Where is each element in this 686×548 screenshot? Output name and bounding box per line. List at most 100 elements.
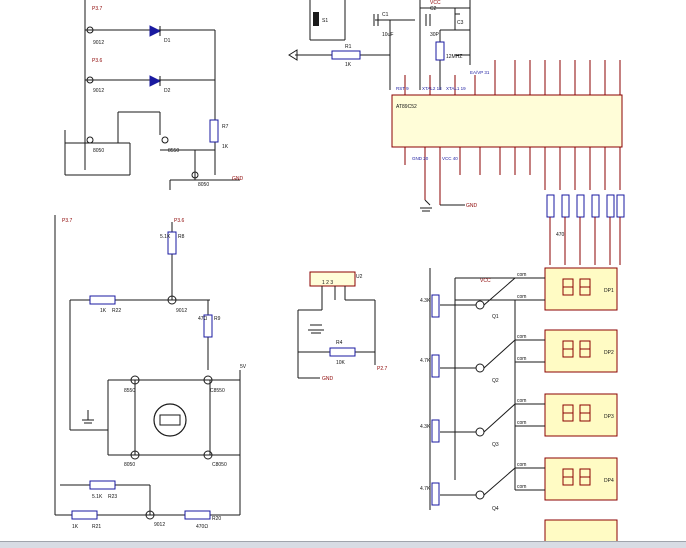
label-r20-val: 470Ω — [196, 524, 208, 530]
switch-s1-icon — [313, 12, 319, 26]
label-r8-val: 5.1K — [160, 234, 171, 240]
motor-h-bridge: R8 5.1K R9 47Ω R20 R21 R22 R23 1K 1K 5.1… — [54, 215, 247, 530]
potentiometer-block: U2 1 2 3 R4 10K GND P2.7 — [297, 271, 388, 382]
label-com-7: com — [517, 462, 526, 468]
label-q1: Q1 — [492, 314, 499, 320]
label-q2: Q2 — [492, 378, 499, 384]
transistor-q10-icon — [86, 136, 94, 144]
resistor-r23-icon — [89, 480, 116, 490]
transistor-q8-icon — [161, 136, 169, 144]
label-r9: R9 — [214, 316, 221, 322]
diode-d1-icon — [149, 25, 162, 37]
label-c2-val: 30P — [430, 32, 440, 38]
label-c1: C1 — [382, 12, 389, 18]
label-r7: R7 — [222, 124, 229, 130]
label-r4-val: 10K — [336, 360, 346, 366]
res-array-val: 470 — [556, 232, 565, 238]
label-dp2: DP2 — [604, 350, 614, 356]
label-com-6: com — [517, 420, 526, 426]
diode-d2-icon — [149, 75, 162, 87]
label-r21: R21 — [92, 524, 101, 530]
pin-rst: RST 9 — [396, 86, 409, 91]
pin-vcc: VCC 40 — [442, 156, 458, 161]
label-r1-val: 1K — [345, 62, 352, 68]
resistor-array: 470 — [546, 194, 625, 265]
label-r4: R4 — [336, 340, 343, 346]
pin-ea: EA/VP 31 — [470, 70, 490, 75]
transistor-q14-icon — [130, 450, 140, 460]
window-bottom-bar — [0, 541, 686, 548]
mcu-chip: AT89C52 GND RST 9 XTAL2 — [391, 60, 623, 212]
label-r7-val: 1K — [222, 144, 229, 150]
display-dp4 — [544, 457, 618, 501]
label-9012-c: 9012 — [176, 308, 187, 314]
pin-xtal1: XTAL1 19 — [446, 86, 466, 91]
label-r23-val: 5.1K — [92, 494, 103, 500]
label-9012-b: 9012 — [93, 88, 104, 94]
label-p3-7-top: P3.7 — [92, 6, 103, 12]
label-com-1: com — [517, 272, 526, 278]
label-d1: D1 — [164, 38, 171, 44]
label-r1: R1 — [345, 44, 352, 50]
seven-segment-displays: DP1 DP2 DP3 DP4 com com com — [515, 267, 618, 547]
transistor-q4-icon — [475, 490, 485, 500]
label-c3: C3 — [457, 20, 464, 26]
chip-u2 — [309, 271, 356, 287]
label-p3-7-bottom: P3.7 — [62, 218, 73, 224]
ground-arrow-icon — [288, 49, 298, 61]
label-r20: R20 — [212, 516, 221, 522]
label-8050-c: 8050 — [124, 462, 135, 468]
label-9012-d: 9012 — [154, 522, 165, 528]
display-dp2 — [544, 329, 618, 373]
label-s1: S1 — [322, 18, 328, 24]
label-gnd-top: GND — [232, 176, 244, 182]
transistor-q1-icon — [475, 300, 485, 310]
label-r11-val: 4.7K — [420, 358, 431, 364]
display-dp1 — [544, 267, 618, 311]
crystal-icon — [435, 41, 445, 61]
label-8050-a: 8050 — [93, 148, 104, 154]
resistor-r22-icon — [89, 295, 116, 305]
digit-glyph-1 — [562, 278, 591, 296]
resistor-r4-icon — [329, 347, 356, 357]
resistor-r13-icon — [431, 482, 440, 506]
digit-glyph-2 — [562, 340, 591, 358]
transistor-q17-icon — [86, 26, 94, 34]
label-r9-val: 47Ω — [198, 316, 208, 322]
resistor-r7-icon — [209, 119, 219, 143]
label-8050-b: 8050 — [198, 182, 209, 188]
resistor-r11-icon — [431, 354, 440, 378]
motor-icon — [153, 403, 187, 437]
pin-xtal2: XTAL2 18 — [422, 86, 442, 91]
label-8550-b: 8550 — [124, 388, 135, 394]
label-r22-val: 1K — [100, 308, 107, 314]
reset-crystal-circuit: S1 R1 1K C1 10uF C2 30P C3 12MHZ VCC — [288, 0, 471, 90]
label-dp1: DP1 — [604, 288, 614, 294]
label-p3-6-top: P3.6 — [92, 58, 103, 64]
transistor-q18-icon — [145, 510, 155, 520]
label-crystal: 12MHZ — [446, 54, 462, 60]
pin-gnd: GND 20 — [412, 156, 429, 161]
label-9012-a: 9012 — [93, 40, 104, 46]
label-vcc-top: VCC — [430, 0, 441, 6]
mcu-name: AT89C52 — [396, 104, 417, 110]
label-c2: C2 — [430, 6, 437, 12]
transistor-q2-icon — [475, 363, 485, 373]
label-r8: R8 — [178, 234, 185, 240]
label-com-2: com — [517, 294, 526, 300]
transistor-q15-icon — [203, 450, 213, 460]
label-r23: R23 — [108, 494, 117, 500]
label-r22: R22 — [112, 308, 121, 314]
label-r13-val: 4.7K — [420, 486, 431, 492]
label-dp3: DP3 — [604, 414, 614, 420]
resistor-r21-icon — [71, 510, 98, 520]
label-u2-pins: 1 2 3 — [322, 280, 333, 286]
label-c8550: C8550 — [210, 388, 225, 394]
display-drivers: Q1 Q2 Q3 Q4 4.3K 4.7K 4.3K 4.7K VCC — [420, 268, 516, 512]
label-u2: U2 — [356, 274, 363, 280]
label-r21-val: 1K — [72, 524, 79, 530]
label-p2-7-pot: P2.7 — [377, 366, 388, 372]
label-com-3: com — [517, 334, 526, 340]
label-com-8: com — [517, 484, 526, 490]
